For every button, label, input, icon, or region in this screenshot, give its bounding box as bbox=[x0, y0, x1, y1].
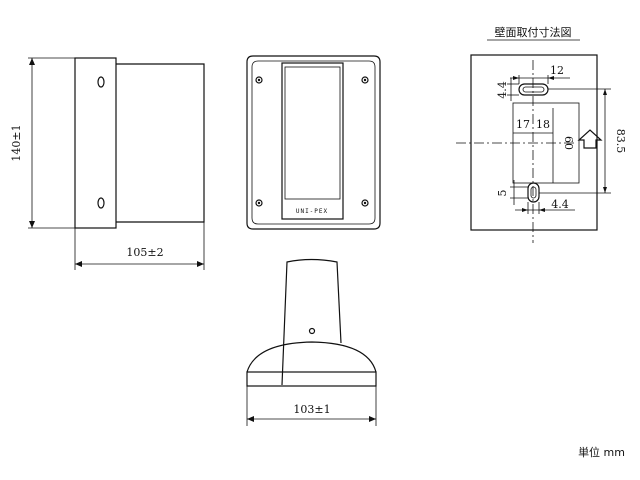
slot-height-label: 4.4 bbox=[496, 81, 509, 99]
wall-mount-diagram: 壁面取付寸法図 12 4.4 17 18 60 bbox=[456, 25, 627, 243]
front-panel bbox=[281, 62, 344, 220]
top-width-label: 103±1 bbox=[293, 403, 330, 416]
screw-icon bbox=[255, 76, 369, 207]
upper-mounting-slot bbox=[518, 83, 549, 96]
left-offset-label: 17 bbox=[516, 118, 530, 131]
side-height-label: 140±1 bbox=[10, 124, 23, 161]
bottom-width-label: 4.4 bbox=[551, 198, 569, 211]
wall-plate-outline bbox=[470, 54, 598, 231]
top-view: 103±1 bbox=[246, 258, 377, 426]
side-view-lower-hole bbox=[97, 197, 105, 209]
unit-label: 単位 mm bbox=[578, 445, 625, 459]
up-arrow-icon bbox=[577, 129, 603, 149]
top-view-hole bbox=[308, 327, 316, 335]
right-offset-label: 18 bbox=[536, 118, 550, 131]
bottom-slot-label: 5 bbox=[496, 190, 509, 197]
top-view-base bbox=[246, 371, 377, 387]
side-view: 140±1 105±2 bbox=[10, 57, 205, 270]
side-depth-label: 105±2 bbox=[126, 246, 163, 259]
diagram-title: 壁面取付寸法図 bbox=[495, 25, 572, 39]
top-view-neck bbox=[281, 258, 342, 386]
side-view-upper-hole bbox=[97, 76, 105, 88]
side-view-body bbox=[116, 63, 205, 223]
brand-logo: UNI-PEX bbox=[296, 208, 328, 215]
total-height-label: 83.5 bbox=[614, 129, 627, 154]
slot-width-label: 12 bbox=[550, 64, 564, 77]
front-panel-window bbox=[284, 66, 341, 200]
front-view: UNI-PEX bbox=[246, 55, 381, 230]
front-view-outline bbox=[246, 55, 381, 230]
top-view-dome bbox=[246, 341, 377, 373]
center-height-label: 60 bbox=[562, 136, 575, 150]
side-view-mount-plate bbox=[74, 57, 117, 229]
lower-mounting-slot bbox=[527, 182, 540, 203]
